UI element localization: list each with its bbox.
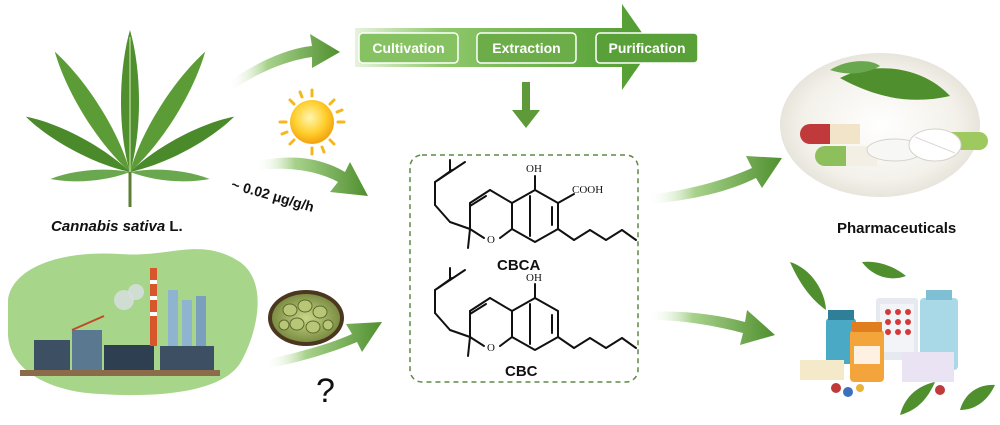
svg-text:Extraction: Extraction — [492, 40, 560, 56]
cbc-ring-o: O — [487, 342, 495, 354]
step-extraction[interactable]: Extraction — [476, 32, 577, 64]
step-cultivation[interactable]: Cultivation — [358, 32, 459, 64]
cbca-oh: OH — [526, 163, 542, 175]
cbca-structure — [434, 159, 637, 249]
cbc-structure — [434, 267, 637, 357]
plant-label-suffix: L. — [165, 218, 183, 235]
factory-icon — [7, 249, 258, 396]
sun-icon — [278, 88, 346, 156]
arrow-yeast-to-compounds — [265, 322, 382, 368]
cbca-ring-o: O — [487, 234, 495, 246]
question-mark: ? — [316, 372, 335, 410]
svg-text:Cultivation: Cultivation — [372, 40, 444, 56]
plant-label: Cannabis sativa L. — [51, 218, 183, 235]
arrow-compounds-to-medicine — [648, 310, 775, 345]
svg-text:Purification: Purification — [608, 40, 685, 56]
arrow-process-down — [512, 82, 540, 128]
cannabis-leaf-icon — [25, 30, 235, 207]
yeast-cells-icon — [268, 290, 344, 346]
pharmaceuticals-label: Pharmaceuticals — [837, 220, 957, 237]
pills-icon — [780, 53, 988, 197]
arrow-compounds-to-pharma — [648, 156, 782, 204]
arrow-sun-to-compounds — [255, 157, 368, 196]
medicine-bottles-icon — [790, 261, 995, 415]
cbc-label: CBC — [505, 363, 538, 380]
step-purification[interactable]: Purification — [595, 32, 699, 64]
cbca-cooh: COOH — [572, 184, 603, 196]
cbca-label: CBCA — [497, 257, 540, 274]
cbc-oh: OH — [526, 272, 542, 284]
arrow-leaf-to-process — [228, 34, 340, 90]
compounds-box — [409, 154, 639, 383]
plant-label-italic: Cannabis sativa — [51, 218, 166, 235]
